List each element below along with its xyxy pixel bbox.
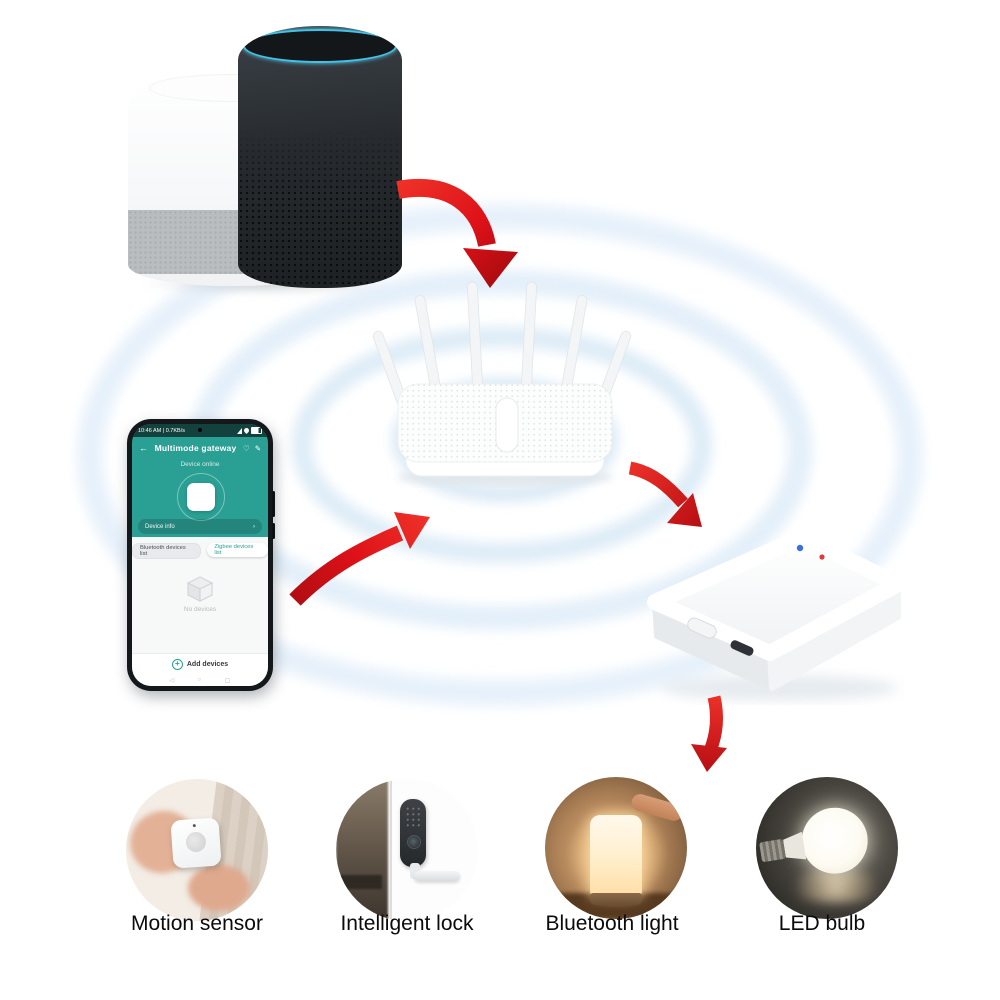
battery-icon <box>251 427 262 434</box>
wifi-icon <box>242 426 251 435</box>
led-bulb-photo <box>756 777 898 919</box>
keypad-dots <box>405 806 421 828</box>
product-label: LED bulb <box>778 912 866 935</box>
product-label: Bluetooth light <box>545 912 679 935</box>
favorite-icon: ♡ <box>242 443 250 453</box>
door-handle <box>414 871 460 881</box>
no-devices-text: No devices <box>183 606 217 613</box>
lamp-base <box>590 893 642 905</box>
nav-recents-icon: ▢ <box>224 677 231 684</box>
smartphone: 10:46 AM | 0.7KB/s ← Multimode gateway ♡… <box>127 419 275 691</box>
lock-keypad-panel <box>400 799 426 867</box>
device-online-text: Device online <box>180 461 220 468</box>
black-speaker-grille <box>238 130 402 288</box>
room-interior <box>336 779 388 921</box>
bluetooth-light-photo <box>545 777 687 919</box>
no-devices-illustration <box>186 576 214 602</box>
router-logo-pill <box>495 397 519 453</box>
tab-bluetooth-devices: Bluetooth devices list <box>132 543 202 559</box>
app-title: Multimode gateway <box>154 443 237 453</box>
android-nav-bar: ◁ ○ ▢ <box>132 674 268 686</box>
door-edge <box>390 779 392 921</box>
phone-status-bar: 10:46 AM | 0.7KB/s <box>132 424 268 437</box>
gateway-shadow <box>662 675 898 701</box>
black-smart-speaker <box>238 26 402 288</box>
device-list-panel: Bluetooth devices list Zigbee devices li… <box>132 537 268 653</box>
bulb-globe <box>796 802 873 879</box>
gateway-usb-port <box>730 640 754 656</box>
intelligent-lock-photo <box>336 779 478 921</box>
lock-camera <box>407 835 421 849</box>
phone-power-button <box>272 523 275 539</box>
bedside-lamp <box>590 815 642 897</box>
gateway-led-red <box>819 554 825 560</box>
tab-zigbee-devices: Zigbee devices list <box>207 543 268 557</box>
appbar-actions: ♡ ✎ <box>243 444 261 453</box>
wifi-router <box>372 281 632 486</box>
gateway-tile <box>187 483 215 511</box>
camera-dot <box>198 428 202 432</box>
speaker-light-ring <box>243 29 397 63</box>
plus-icon: + <box>171 658 183 670</box>
edit-icon: ✎ <box>254 443 261 453</box>
gateway-hub <box>647 529 906 701</box>
phone-screen: 10:46 AM | 0.7KB/s ← Multimode gateway ♡… <box>132 424 268 686</box>
motion-sensor-device <box>170 817 222 869</box>
device-list-tabs: Bluetooth devices list Zigbee devices li… <box>132 543 268 559</box>
back-icon: ← <box>139 443 148 453</box>
signal-icon <box>237 427 242 434</box>
gateway-button <box>687 617 717 639</box>
gateway-led-blue <box>796 544 804 552</box>
gateway-status-panel: Device online Device info › <box>132 459 268 537</box>
status-icons <box>237 426 262 435</box>
device-info-row: Device info › <box>138 519 262 534</box>
device-info-label: Device info <box>145 523 175 530</box>
motion-sensor-photo <box>126 779 268 921</box>
bulb-screw-base <box>759 838 786 863</box>
hand <box>188 865 250 911</box>
add-devices-label: Add devices <box>186 660 229 668</box>
status-time: 10:46 AM | 0.7KB/s <box>138 427 185 434</box>
phone-volume-button <box>272 491 275 517</box>
app-bar: ← Multimode gateway ♡ ✎ <box>132 437 268 459</box>
chevron-right-icon: › <box>253 523 255 530</box>
nav-back-icon: ◁ <box>169 677 175 684</box>
nav-home-icon: ○ <box>197 677 202 683</box>
sensor-led <box>192 823 196 828</box>
gateway-ring <box>177 473 225 521</box>
gateway-top <box>647 529 906 661</box>
add-devices-row: + Add devices <box>132 653 268 674</box>
product-label: Intelligent lock <box>340 912 474 935</box>
light-pool <box>786 869 886 903</box>
sensor-lens <box>185 831 207 853</box>
product-label: Motion sensor <box>131 912 263 935</box>
shelf <box>336 875 382 889</box>
